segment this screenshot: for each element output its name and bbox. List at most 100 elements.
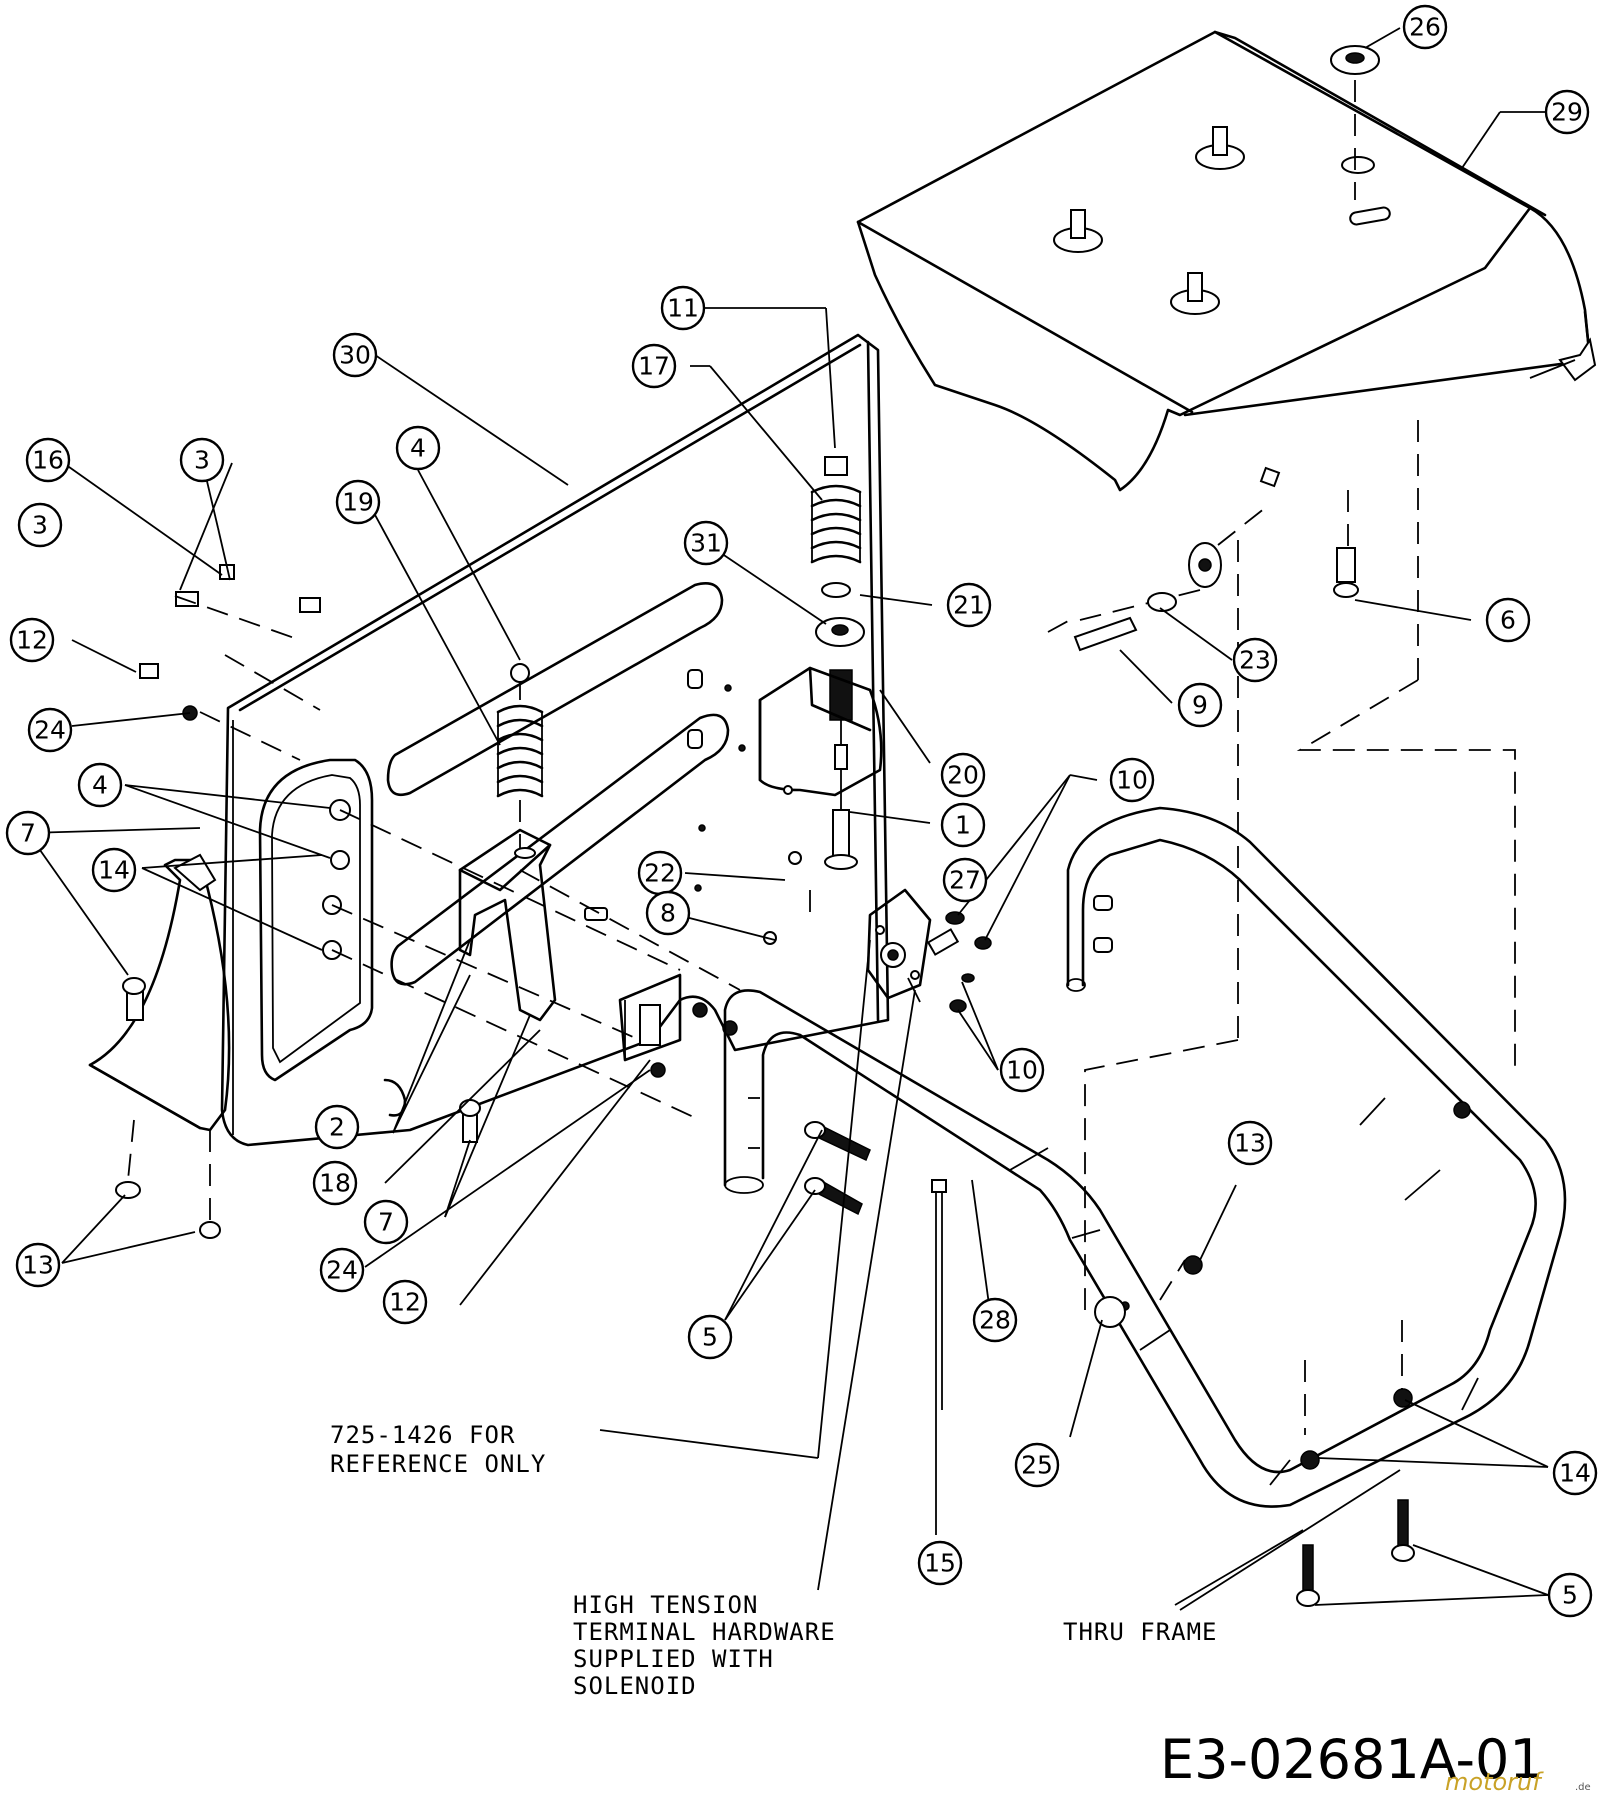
- svg-text:30: 30: [339, 341, 371, 370]
- thru-frame-note: THRU FRAME: [1063, 1618, 1218, 1646]
- svg-text:14: 14: [1559, 1459, 1591, 1488]
- svg-text:8: 8: [660, 899, 676, 928]
- callout-27: 27: [942, 857, 988, 903]
- callout-13-right: 13: [1227, 1120, 1273, 1166]
- svg-text:4: 4: [410, 434, 426, 463]
- callout-26: 26: [1402, 4, 1448, 50]
- svg-text:5: 5: [1562, 1581, 1578, 1610]
- clamp-bracket: [618, 973, 682, 1062]
- callout-4-lower: 4: [77, 762, 123, 808]
- assembly-lines: [127, 420, 1516, 1435]
- svg-text:9: 9: [1192, 691, 1208, 720]
- callout-7-lower: 7: [363, 1199, 409, 1245]
- svg-text:2: 2: [329, 1113, 345, 1142]
- callout-25: 25: [1014, 1442, 1060, 1488]
- svg-text:22: 22: [644, 859, 676, 888]
- reference-note: 725-1426 FOR REFERENCE ONLY: [330, 1421, 546, 1478]
- callout-28: 28: [972, 1297, 1018, 1343]
- callout-11: 11: [660, 285, 706, 331]
- svg-text:13: 13: [22, 1251, 54, 1280]
- handle-frame-28: [723, 806, 1567, 1508]
- callout-10-lower: 10: [999, 1047, 1045, 1093]
- callout-23: 23: [1232, 637, 1278, 683]
- svg-text:5: 5: [702, 1323, 718, 1352]
- leader-lines: [27, 27, 1549, 1611]
- svg-text:3: 3: [194, 446, 210, 475]
- svg-text:TERMINAL HARDWARE: TERMINAL HARDWARE: [573, 1618, 836, 1646]
- callout-5-right: 5: [1547, 1572, 1593, 1618]
- callout-31: 31: [683, 520, 729, 566]
- callout-4-upper: 4: [395, 425, 441, 471]
- svg-text:18: 18: [319, 1169, 351, 1198]
- svg-text:THRU FRAME: THRU FRAME: [1063, 1618, 1218, 1646]
- cover-panel-29: [856, 30, 1592, 588]
- svg-text:19: 19: [342, 488, 374, 517]
- svg-text:motoruf: motoruf: [1445, 1768, 1544, 1796]
- high-tension-note: HIGH TENSION TERMINAL HARDWARE SUPPLIED …: [573, 1591, 836, 1700]
- callout-18: 18: [312, 1160, 358, 1206]
- svg-text:10: 10: [1116, 766, 1148, 795]
- svg-text:23: 23: [1239, 646, 1271, 675]
- panel-30: [220, 333, 890, 1147]
- svg-text:10: 10: [1006, 1056, 1038, 1085]
- callout-30: 30: [332, 332, 378, 378]
- callout-22: 22: [637, 850, 683, 896]
- svg-text:15: 15: [924, 1549, 956, 1578]
- callout-5-center: 5: [687, 1314, 733, 1360]
- svg-text:3: 3: [32, 511, 48, 540]
- svg-text:27: 27: [949, 866, 981, 895]
- callout-14-right: 14: [1552, 1450, 1598, 1496]
- callout-3-left: 3: [17, 502, 63, 548]
- tie-strap-15: [931, 1179, 947, 1410]
- callout-29: 29: [1544, 89, 1590, 135]
- svg-text:REFERENCE ONLY: REFERENCE ONLY: [330, 1450, 546, 1478]
- svg-text:17: 17: [638, 352, 670, 381]
- callout-16: 16: [25, 437, 71, 483]
- spring-bracket: [458, 828, 557, 1022]
- callout-2: 2: [314, 1104, 360, 1150]
- svg-text:12: 12: [389, 1288, 421, 1317]
- drawing-code: E3-02681A-01: [1160, 1728, 1544, 1791]
- svg-text:26: 26: [1409, 13, 1441, 42]
- svg-text:SOLENOID: SOLENOID: [573, 1672, 697, 1700]
- svg-text:13: 13: [1234, 1129, 1266, 1158]
- right-hardware: [1073, 337, 1597, 1470]
- svg-text:7: 7: [20, 819, 36, 848]
- callout-6: 6: [1485, 597, 1531, 643]
- svg-text:24: 24: [326, 1256, 358, 1285]
- callout-21: 21: [946, 582, 992, 628]
- svg-text:725-1426 FOR: 725-1426 FOR: [330, 1421, 515, 1449]
- carriage-bolts-5: [804, 1121, 1415, 1607]
- callout-3-upper: 3: [179, 437, 225, 483]
- svg-text:HIGH TENSION: HIGH TENSION: [573, 1591, 758, 1619]
- svg-text:24: 24: [34, 716, 66, 745]
- callout-10-upper: 10: [1109, 757, 1155, 803]
- svg-text:14: 14: [98, 856, 130, 885]
- callout-13-left: 13: [15, 1242, 61, 1288]
- svg-text:25: 25: [1021, 1451, 1053, 1480]
- svg-text:12: 12: [16, 626, 48, 655]
- svg-text:31: 31: [690, 529, 722, 558]
- svg-text:1: 1: [955, 811, 971, 840]
- callout-19: 19: [335, 479, 381, 525]
- callout-14-left: 14: [91, 847, 137, 893]
- spring-assembly-17: [810, 456, 865, 870]
- svg-text:.de: .de: [1575, 1782, 1591, 1793]
- callout-20: 20: [940, 752, 986, 798]
- spring-assembly-19: [496, 663, 544, 850]
- solenoid-plate: [866, 888, 960, 1000]
- svg-text:7: 7: [378, 1208, 394, 1237]
- svg-text:21: 21: [953, 591, 985, 620]
- svg-text:29: 29: [1551, 98, 1583, 127]
- callout-12-lower: 12: [382, 1279, 428, 1325]
- cover-studs: [1053, 126, 1375, 315]
- svg-text:6: 6: [1500, 606, 1516, 635]
- callout-12-upper: 12: [9, 617, 55, 663]
- callout-24-upper: 24: [27, 707, 73, 753]
- svg-text:16: 16: [32, 446, 64, 475]
- svg-text:28: 28: [979, 1306, 1011, 1335]
- callout-15: 15: [917, 1540, 963, 1586]
- grommet-26: [1330, 45, 1380, 200]
- callout-7-upper: 7: [5, 810, 51, 856]
